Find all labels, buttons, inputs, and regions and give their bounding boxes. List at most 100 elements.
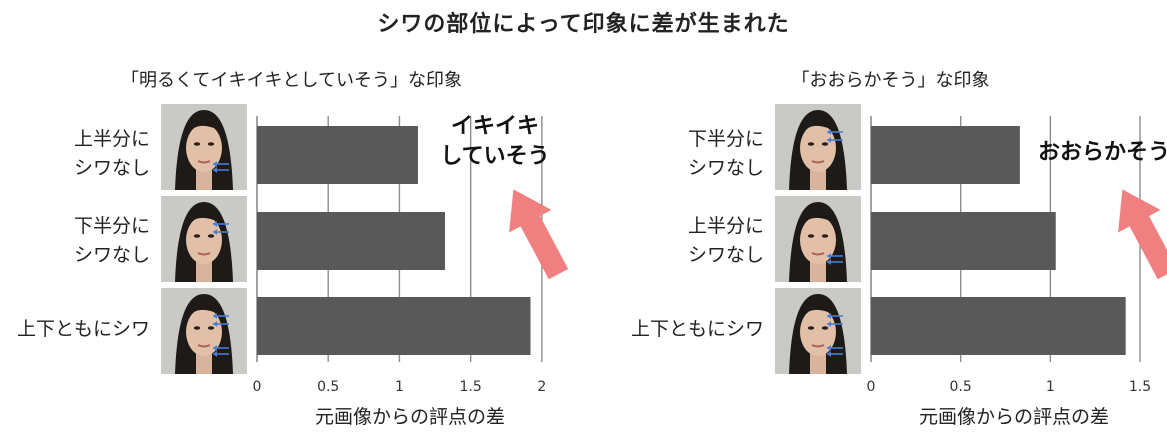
panel-title: 「明るくてイキイキとしていそう」な印象 (121, 70, 462, 91)
neck-shape (196, 166, 212, 190)
face-shape (186, 216, 222, 264)
mouth-shape (197, 160, 211, 164)
category-label: 上下ともにシワ (614, 315, 764, 344)
trend-arrow-icon (509, 189, 569, 280)
bangs-shape (186, 212, 219, 230)
category-label-line: シワなし (73, 244, 150, 266)
wrinkle-arrowhead-icon (827, 351, 831, 357)
bar (257, 297, 531, 355)
wrinkle-arrowhead-icon (827, 321, 831, 327)
wrinkle-arrowhead-icon (213, 321, 217, 327)
neck-shape (810, 258, 826, 282)
category-label: 上下ともにシワ (0, 315, 150, 344)
x-tick-label: 2 (537, 379, 546, 395)
eye-shape (807, 142, 815, 146)
annotation-line: おおらかそう (1037, 140, 1167, 165)
neck-shape (196, 350, 212, 374)
eye-shape (821, 142, 829, 146)
chart-panel-brightness: 「明るくてイキイキとしていそう」な印象 上半分に シワなし 下半分に シワなし … (0, 0, 583, 435)
x-tick-label: 1 (1046, 379, 1055, 395)
face-illustration (161, 196, 247, 282)
wrinkle-arrowhead-icon (213, 313, 217, 319)
wrinkle-arrowhead-icon (213, 221, 217, 227)
bar (871, 297, 1126, 355)
wrinkle-arrowhead-icon (213, 167, 217, 173)
mouth-shape (197, 252, 211, 256)
eye-shape (193, 142, 201, 146)
x-axis-label: 元画像からの評点の差 (314, 406, 505, 428)
eye-shape (207, 326, 215, 330)
x-tick-label: 0 (253, 379, 262, 395)
bar-chart: 0 0.5 1 1.5 (867, 116, 1167, 395)
eye-shape (807, 234, 815, 238)
bar (871, 212, 1056, 270)
face-illustration (775, 104, 861, 190)
category-label: 下半分に シワなし (614, 125, 764, 183)
trend-arrow-shape (1118, 189, 1167, 280)
mouth-shape (811, 344, 825, 348)
panel-title: 「おおらかそう」な印象 (791, 70, 990, 91)
trend-arrow-shape (509, 189, 569, 280)
face-illustration (161, 288, 247, 374)
eye-shape (207, 142, 215, 146)
face-illustration (775, 196, 861, 282)
eye-shape (821, 234, 829, 238)
annotation-line: イキイキ (450, 114, 539, 139)
wrinkle-arrowhead-icon (827, 253, 831, 259)
bangs-shape (800, 120, 833, 138)
bar (871, 126, 1020, 184)
bangs-shape (800, 304, 833, 322)
annotation-text: おおらかそう (1029, 138, 1167, 168)
neck-shape (196, 258, 212, 282)
x-tick-label: 0.5 (950, 379, 972, 395)
x-tick-label: 1 (395, 379, 404, 395)
wrinkle-arrowhead-icon (213, 351, 217, 357)
wrinkle-arrowhead-icon (827, 137, 831, 143)
face-photo (161, 288, 247, 374)
face-shape (186, 308, 222, 356)
mouth-shape (197, 344, 211, 348)
category-label: 下半分に シワなし (0, 212, 150, 270)
face-photo (775, 196, 861, 282)
category-label-line: 上半分に (687, 215, 764, 237)
category-label: 上半分に シワなし (0, 125, 150, 183)
eye-shape (821, 326, 829, 330)
main-title: シワの部位によって印象に差が生まれた (377, 12, 790, 37)
wrinkle-arrowhead-icon (827, 345, 831, 351)
neck-shape (810, 350, 826, 374)
mouth-shape (811, 160, 825, 164)
chart-panel-easygoing: 「おおらかそう」な印象 下半分に シワなし 上半分に シワなし 上下ともにシワ … (614, 0, 1167, 435)
category-label-line: 下半分に (687, 128, 764, 150)
face-shape (800, 124, 836, 172)
category-label-line: 上下ともにシワ (630, 318, 764, 340)
category-label-line: 上下ともにシワ (16, 318, 150, 340)
wrinkle-arrowhead-icon (827, 259, 831, 265)
face-shape (186, 124, 222, 172)
category-label: 上半分に シワなし (614, 212, 764, 270)
eye-shape (193, 326, 201, 330)
face-shape (800, 216, 836, 264)
face-illustration (775, 288, 861, 374)
x-tick-label: 1.5 (460, 379, 482, 395)
bangs-shape (186, 304, 219, 322)
wrinkle-arrowhead-icon (827, 129, 831, 135)
wrinkle-arrowhead-icon (213, 161, 217, 167)
x-tick-label: 0.5 (317, 379, 339, 395)
face-illustration (161, 104, 247, 190)
eye-shape (807, 326, 815, 330)
category-label-line: シワなし (687, 244, 764, 266)
annotation-line: していそう (440, 144, 550, 169)
category-label-line: 下半分に (73, 215, 150, 237)
mouth-shape (811, 252, 825, 256)
eye-shape (193, 234, 201, 238)
bangs-shape (800, 212, 833, 230)
face-photo (161, 196, 247, 282)
x-tick-label: 1.5 (1129, 379, 1151, 395)
trend-arrow-icon (1118, 189, 1167, 280)
face-photo (161, 104, 247, 190)
annotation-text: イキイキ していそう (420, 112, 570, 172)
eye-shape (207, 234, 215, 238)
x-tick-label: 0 (867, 379, 876, 395)
face-photo (775, 288, 861, 374)
